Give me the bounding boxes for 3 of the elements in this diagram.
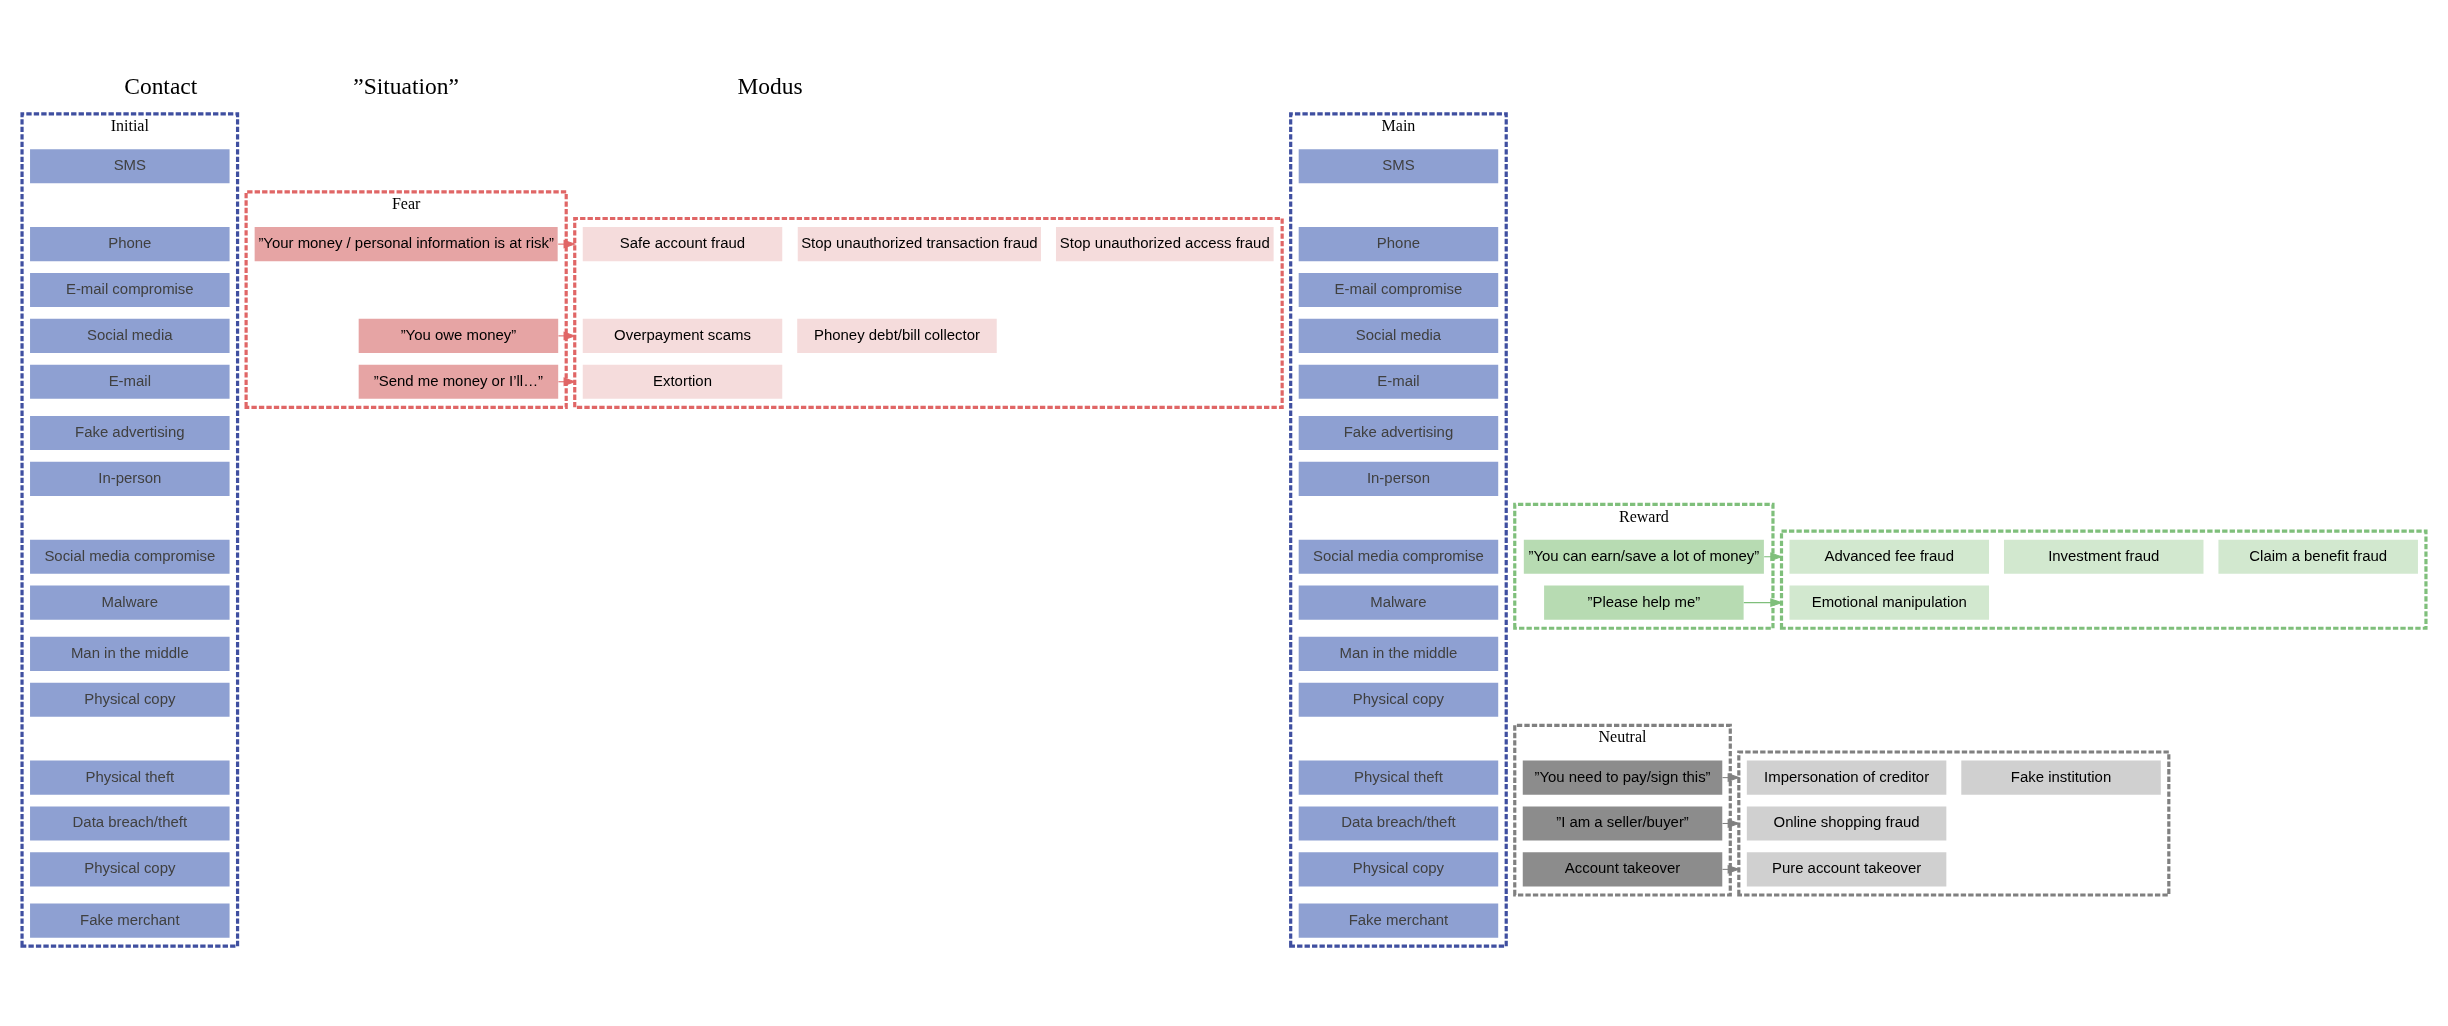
- label: Contact: [124, 73, 198, 100]
- label: ”Situation”: [353, 73, 459, 100]
- label: Modus: [737, 73, 803, 100]
